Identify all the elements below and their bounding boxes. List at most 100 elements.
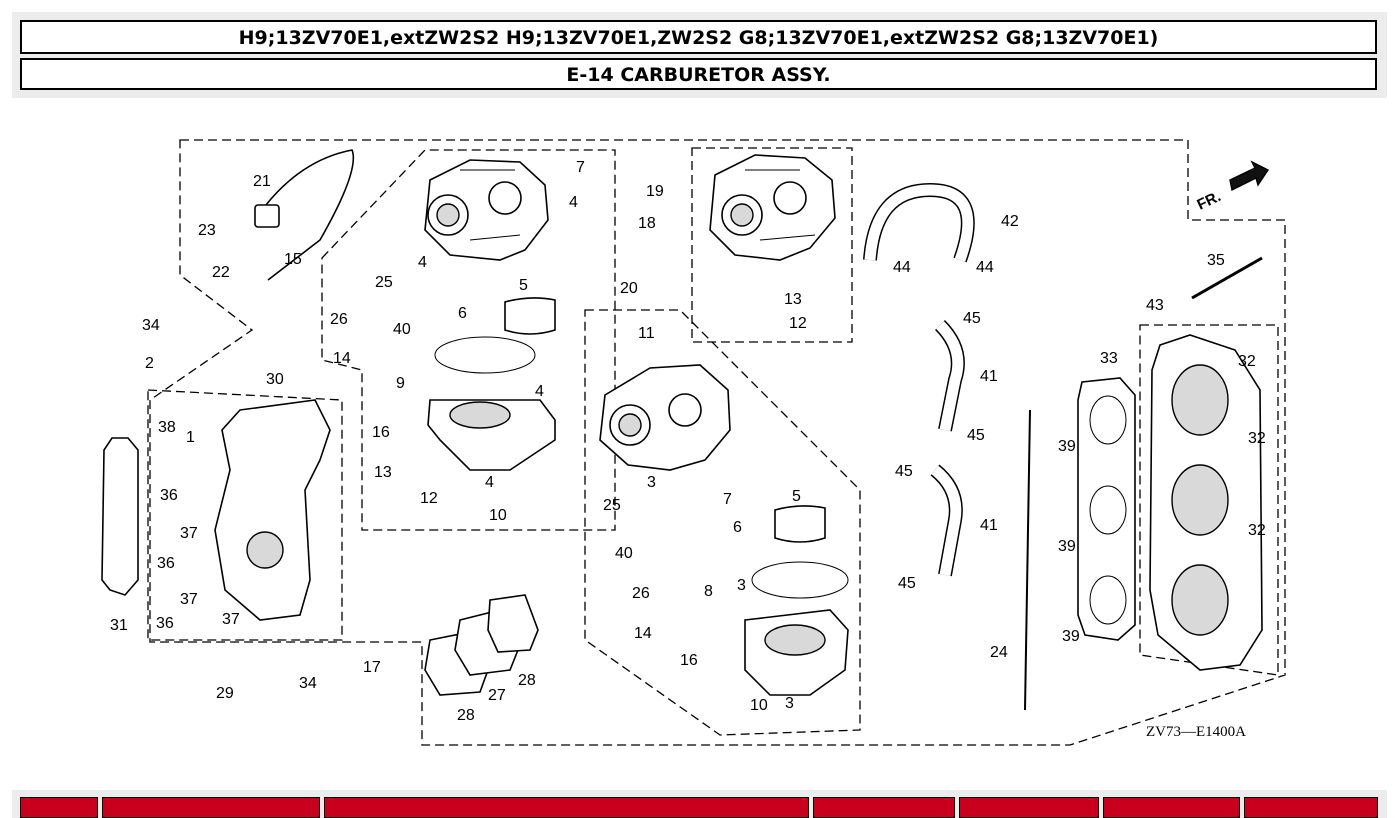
- throttle-cable: [261, 149, 355, 281]
- callout: 11: [638, 325, 655, 342]
- direction-label: FR.: [1195, 188, 1224, 214]
- callout: 42: [1001, 213, 1019, 230]
- callout: 44: [976, 259, 994, 276]
- callout: 6: [458, 305, 467, 322]
- callout: 45: [898, 575, 916, 592]
- callout: 40: [393, 321, 411, 338]
- callout: 4: [485, 474, 494, 491]
- callout: 36: [160, 487, 178, 504]
- callout: 45: [963, 310, 981, 327]
- callout: 19: [646, 183, 664, 200]
- table-header-cell: [102, 797, 320, 818]
- table-header-cell: [1103, 797, 1240, 818]
- callout: 28: [457, 707, 475, 724]
- group-outline-carb-right-top: [691, 147, 853, 343]
- callout: 45: [895, 463, 913, 480]
- callout: 12: [420, 490, 438, 507]
- callout: 14: [634, 625, 652, 642]
- callout: 36: [157, 555, 175, 572]
- front-arrow-icon: [1229, 160, 1270, 192]
- callout: 40: [615, 545, 633, 562]
- callout: 2: [145, 355, 154, 372]
- callout: 32: [1248, 522, 1266, 539]
- callout: 26: [330, 311, 348, 328]
- group-outline-intake: [1139, 324, 1279, 676]
- group-outline-bracket: [147, 389, 343, 641]
- callout: 9: [396, 375, 405, 392]
- insulator-3: [487, 594, 539, 653]
- callout: 30: [266, 371, 284, 388]
- callout: 16: [680, 652, 698, 669]
- callout: 3: [647, 474, 656, 491]
- callout: 39: [1058, 538, 1076, 555]
- callout: 1: [186, 429, 195, 446]
- callout: 38: [158, 419, 176, 436]
- callout: 13: [374, 464, 392, 481]
- table-header-cell: [324, 797, 809, 818]
- callout: 15: [284, 251, 302, 268]
- link-rod: [1024, 409, 1031, 711]
- callout: 41: [980, 517, 998, 534]
- carburetor-exploded-diagram: FR.: [101, 139, 1286, 746]
- callout: 45: [967, 427, 985, 444]
- callout: 4: [418, 254, 427, 271]
- callout: 29: [216, 685, 234, 702]
- callout: 24: [990, 644, 1008, 661]
- diagram-code: ZV73—E1400A: [1146, 724, 1246, 740]
- callout: 33: [1100, 350, 1118, 367]
- callout: 39: [1058, 438, 1076, 455]
- callout: 8: [704, 583, 713, 600]
- callout: 37: [180, 525, 198, 542]
- callout: 20: [620, 280, 638, 297]
- callout: 7: [723, 491, 732, 508]
- callout: 17: [363, 659, 381, 676]
- callout: 28: [518, 672, 536, 689]
- callout: 43: [1146, 297, 1164, 314]
- callout: 18: [638, 215, 656, 232]
- callout: 37: [222, 611, 240, 628]
- callout: 4: [535, 383, 544, 400]
- callout: 39: [1062, 628, 1080, 645]
- callout: 35: [1207, 252, 1225, 269]
- callout: 25: [375, 274, 393, 291]
- callout: 44: [893, 259, 911, 276]
- callout: 14: [333, 350, 351, 367]
- table-header-cell: [20, 797, 98, 818]
- section-title: E-14 CARBURETOR ASSY.: [20, 58, 1377, 90]
- callout: 34: [299, 675, 317, 692]
- callout: 4: [569, 194, 578, 211]
- callout: 32: [1238, 353, 1256, 370]
- manifold-gasket: [1077, 377, 1136, 641]
- group-outline-carb-center: [584, 309, 861, 736]
- group-outline-main: [149, 139, 1286, 746]
- callout: 22: [212, 264, 230, 281]
- callout: 25: [603, 497, 621, 514]
- callout-labels: 21 23 15 22 34 2 30 38 1 36 37 36 37 36 …: [110, 159, 1266, 724]
- float-left: [504, 297, 556, 335]
- callout: 10: [489, 507, 507, 524]
- group-outline-carb-left: [321, 149, 616, 531]
- callout: 37: [180, 591, 198, 608]
- callout: 13: [784, 291, 802, 308]
- callout: 36: [156, 615, 174, 632]
- table-header-cell: [959, 797, 1099, 818]
- table-header-cell: [813, 797, 955, 818]
- callout: 26: [632, 585, 650, 602]
- callout: 12: [789, 315, 807, 332]
- callout: 32: [1248, 430, 1266, 447]
- callout: 5: [519, 277, 528, 294]
- float-right: [774, 505, 826, 543]
- models-line: H9;13ZV70E1,extZW2S2 H9;13ZV70E1,ZW2S2 G…: [20, 20, 1377, 54]
- callout: 41: [980, 368, 998, 385]
- callout: 3: [737, 577, 746, 594]
- table-header-cell: [1244, 797, 1378, 818]
- carburetor-body-center: [599, 364, 731, 471]
- carburetor-body-upper-left: [424, 159, 549, 261]
- callout: 34: [142, 317, 160, 334]
- side-gasket: [101, 437, 139, 596]
- callout: 16: [372, 424, 390, 441]
- callout: 3: [785, 695, 794, 712]
- callout: 5: [792, 488, 801, 505]
- long-bolt: [1191, 256, 1263, 300]
- callout: 31: [110, 617, 128, 634]
